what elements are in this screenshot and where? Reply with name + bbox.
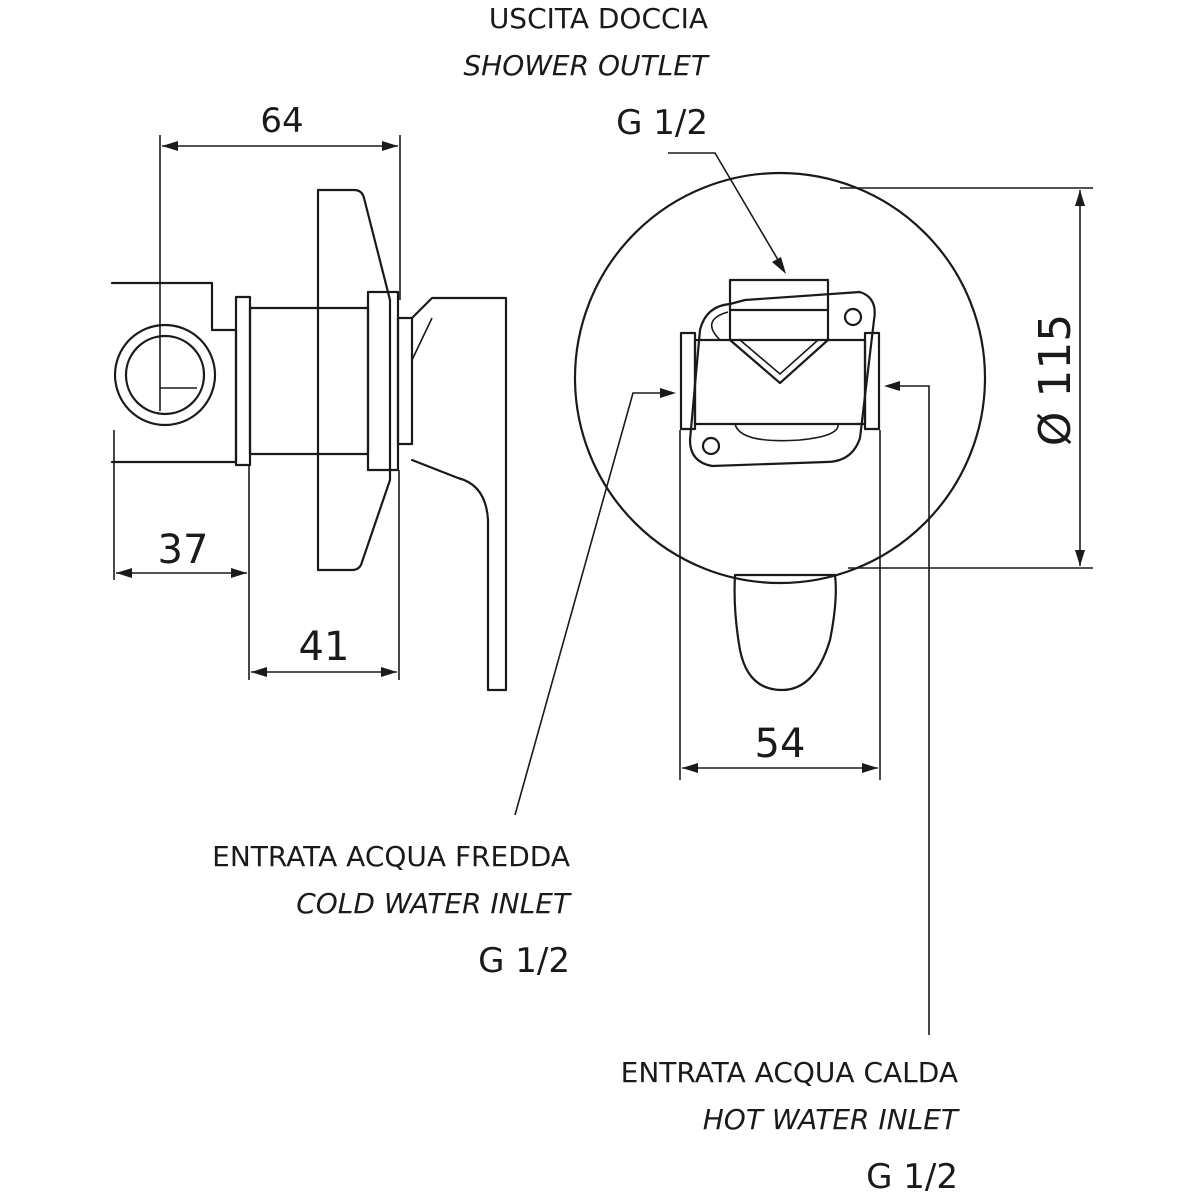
- side-lever-inner: [411, 317, 433, 361]
- shower-outlet-en: SHOWER OUTLET: [463, 49, 710, 82]
- front-view: [573, 171, 987, 692]
- dim-115-label: Ø 115: [1030, 314, 1081, 447]
- shower-outlet-thread: G 1/2: [616, 103, 708, 143]
- side-cover-plate: [316, 188, 392, 572]
- leader-cold-arrow: [660, 388, 676, 398]
- front-valve-v: [728, 308, 830, 385]
- front-cap-left: [679, 331, 697, 431]
- front-lever: [733, 573, 837, 692]
- front-mount-hole-top: [843, 307, 863, 327]
- cold-inlet-en: COLD WATER INLET: [296, 887, 572, 920]
- dim-37-label: 37: [158, 527, 209, 573]
- hot-inlet-label: ENTRATA ACQUA CALDA HOT WATER INLET G 1/…: [621, 1056, 960, 1197]
- dim-41-label: 41: [299, 624, 350, 670]
- front-cap-right: [863, 331, 881, 431]
- side-inlet-cut: [159, 360, 197, 411]
- side-inlet-ring-outer: [113, 323, 217, 427]
- dim-64-arrow-right: [382, 141, 398, 151]
- side-nut: [396, 316, 414, 446]
- hot-inlet-it: ENTRATA ACQUA CALDA: [621, 1056, 958, 1089]
- dim-37-arrow-right: [231, 568, 247, 578]
- dim-41-arrow-right: [381, 667, 397, 677]
- hot-inlet-en: HOT WATER INLET: [703, 1103, 960, 1136]
- front-outlet-block: [728, 278, 830, 312]
- dim-54-arrow-left: [682, 763, 698, 773]
- side-lever: [410, 296, 508, 692]
- front-cartridge-loop: [710, 311, 839, 442]
- leader-cold-inlet: [514, 392, 672, 816]
- cold-inlet-thread: G 1/2: [478, 941, 570, 981]
- dim-41-arrow-left: [251, 667, 267, 677]
- front-dimensions: Ø 115 54: [679, 187, 1093, 780]
- side-collar-left: [234, 295, 252, 467]
- front-mount-hole-bottom: [701, 436, 721, 456]
- leader-hot-arrow: [884, 381, 900, 391]
- hot-inlet-thread: G 1/2: [866, 1157, 958, 1197]
- side-dimensions: 64 37 41: [113, 101, 401, 680]
- leaders: [514, 152, 930, 1035]
- dim-115-arrow-top: [1075, 190, 1085, 206]
- side-valve-body: [248, 306, 370, 456]
- shower-outlet-label: USCITA DOCCIA SHOWER OUTLET G 1/2: [463, 2, 710, 143]
- side-body-block: [110, 281, 238, 464]
- cold-inlet-it: ENTRATA ACQUA FREDDA: [212, 840, 570, 873]
- leader-hot-inlet: [888, 385, 930, 1035]
- side-view: [110, 188, 508, 692]
- front-valve-v-inner: [739, 339, 819, 376]
- front-mounting-plate: [688, 290, 876, 468]
- side-inlet-ring-inner: [124, 334, 206, 416]
- front-cover-plate: [573, 171, 987, 585]
- side-collar-right: [366, 290, 400, 472]
- dim-54-arrow-right: [862, 763, 878, 773]
- leader-shower-arrow: [772, 257, 786, 274]
- leader-shower-outlet: [668, 152, 785, 271]
- dim-64-label: 64: [260, 101, 303, 141]
- dim-64-arrow-left: [162, 141, 178, 151]
- dim-37-arrow-left: [116, 568, 132, 578]
- dim-115-arrow-bottom: [1075, 550, 1085, 566]
- dim-54-label: 54: [755, 721, 806, 767]
- cold-inlet-label: ENTRATA ACQUA FREDDA COLD WATER INLET G …: [212, 840, 572, 981]
- shower-outlet-it: USCITA DOCCIA: [489, 2, 708, 35]
